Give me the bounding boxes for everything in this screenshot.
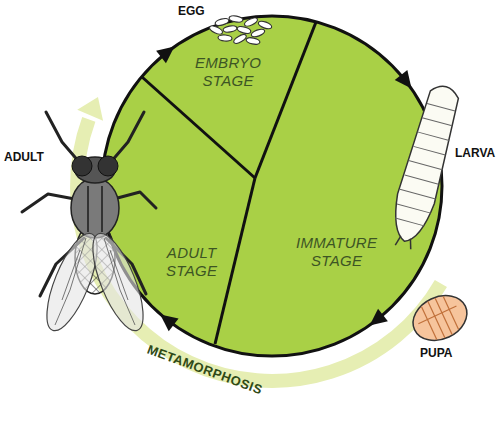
larva-illustration [385,82,465,252]
stage-sector: ADULT STAGE [166,244,217,280]
stage-part-label: LARVA [455,146,495,160]
cycle-circle [102,16,442,356]
metamorphosis-arrowhead [77,91,111,120]
stage-sector: EMBRYO STAGE [195,54,261,90]
fly-illustration [22,112,156,337]
stage-part-label: PUPA [420,346,452,360]
stage-name: IMMATURE STAGE [296,234,377,270]
egg-cluster [208,15,272,46]
stage-name: ADULT STAGE [166,244,217,280]
stage-name: EMBRYO STAGE [195,54,261,90]
stage-part-label: EGG [178,4,205,18]
sector-divider [215,178,255,344]
stage-sector: IMMATURE STAGE [296,234,377,270]
pupa-illustration [406,287,475,349]
sector-divider [255,22,316,178]
sector-divider [142,77,255,178]
cycle-arrowheads [155,40,417,332]
stage-part-label: ADULT [4,150,44,164]
